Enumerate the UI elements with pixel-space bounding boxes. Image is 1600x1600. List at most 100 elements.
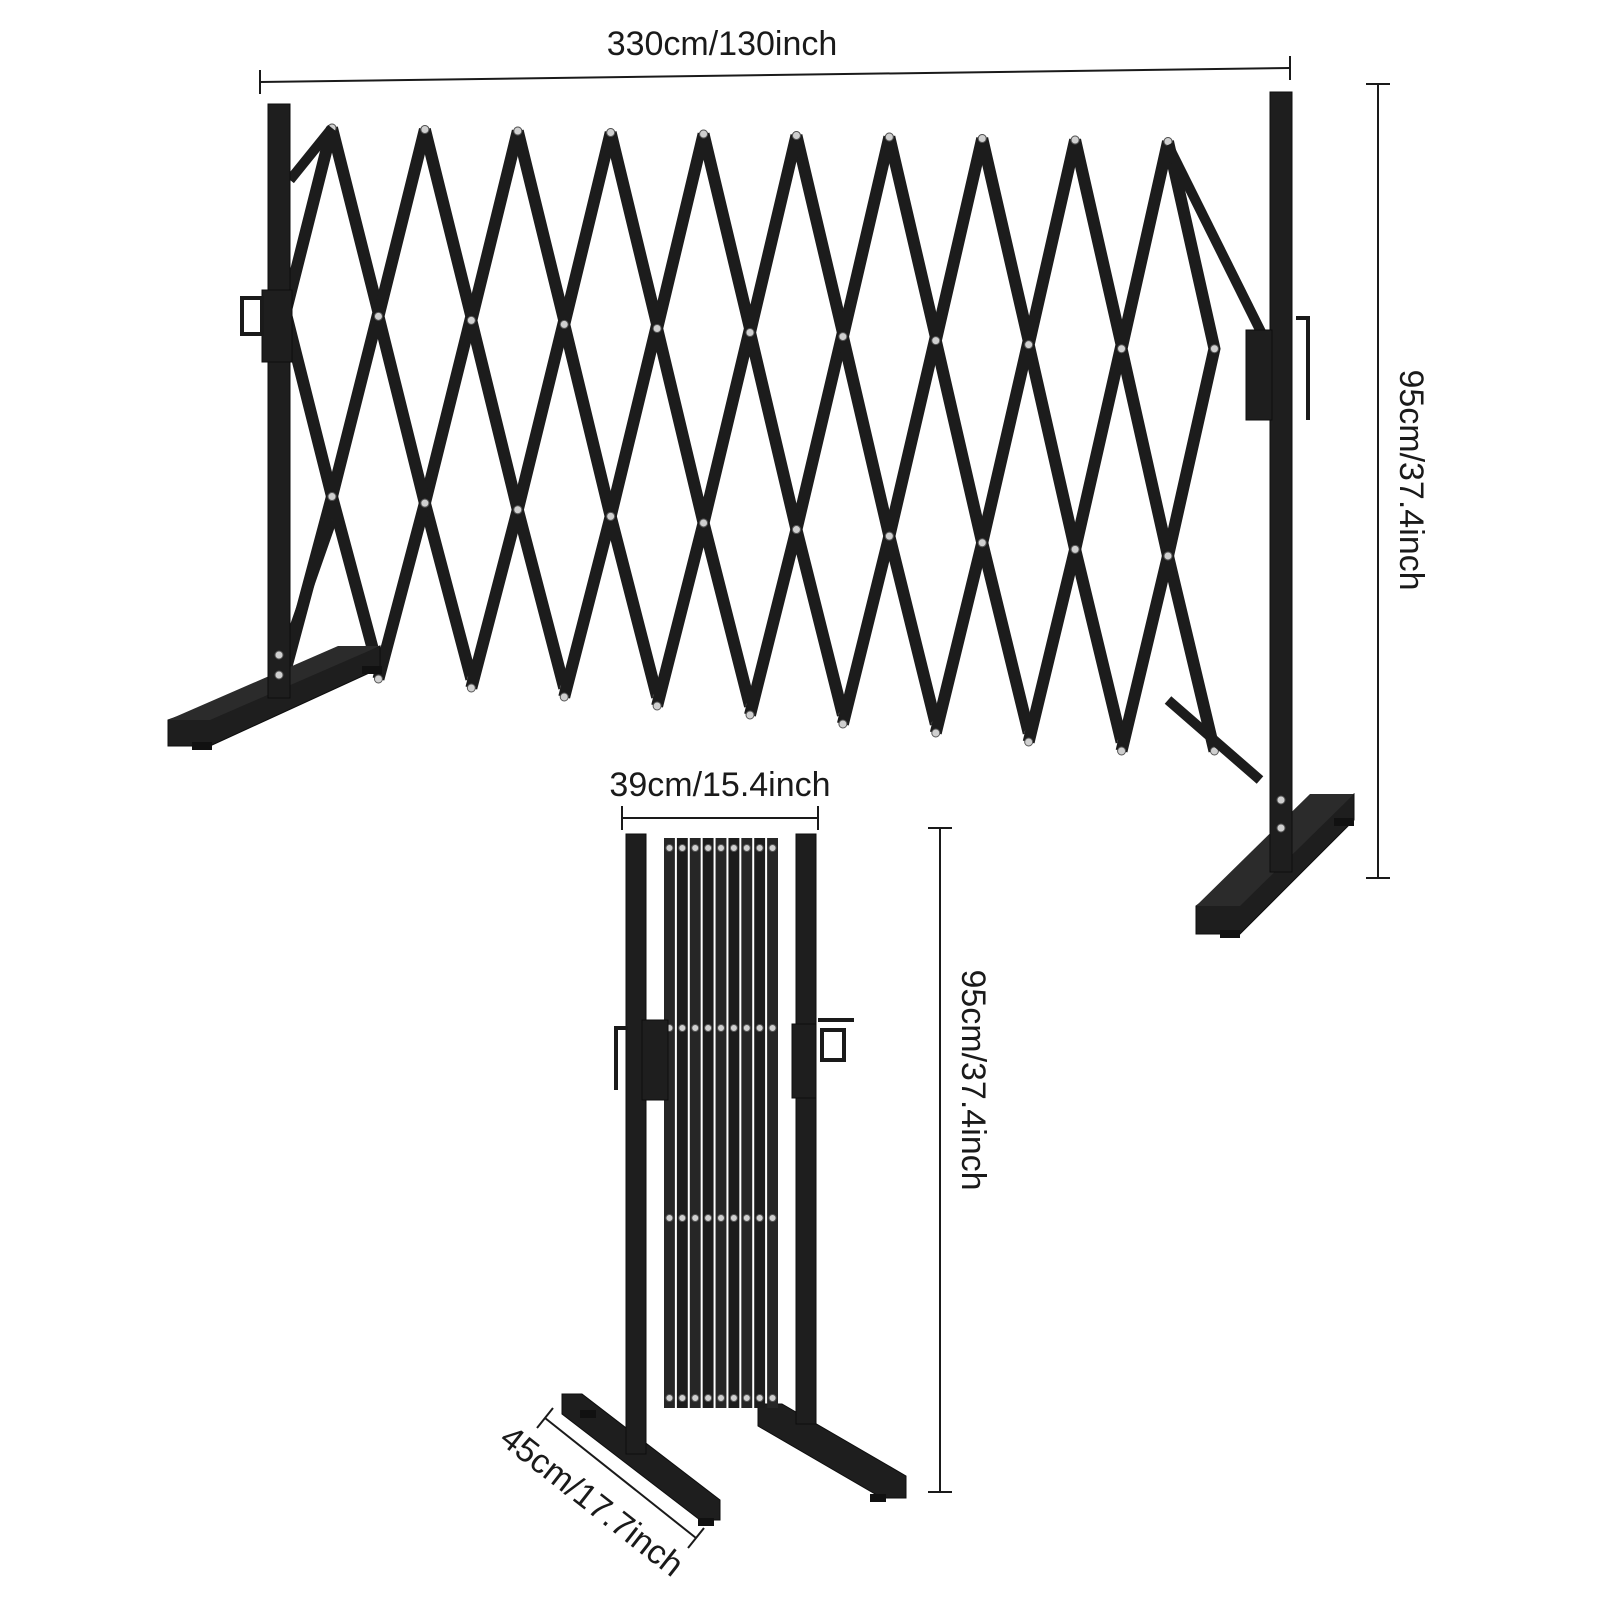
lattice-bar [697, 132, 757, 708]
folded-left-latch-bracket [641, 1019, 669, 1101]
right-post-tube [1269, 91, 1293, 873]
left-post-tube [267, 103, 291, 699]
lattice-bar [1068, 138, 1128, 744]
lattice-bolt [559, 319, 569, 329]
left-latch-bracket [261, 289, 293, 363]
left-post [167, 103, 382, 750]
lattice-end-link [1164, 696, 1264, 784]
folded-bar [715, 838, 727, 1408]
folded-gate: 39cm/15.4inch 95cm/37.4inch 45cm/17.7inc… [493, 766, 992, 1584]
folded-width-label: 39cm/15.4inch [609, 766, 830, 804]
lattice-bolt [1070, 544, 1080, 554]
folded-bolt [755, 1394, 764, 1402]
lattice-bolt [652, 323, 662, 333]
folded-bolt [717, 1394, 725, 1402]
left-base-pad [192, 742, 212, 750]
lattice-bolt [931, 728, 941, 738]
folded-bolt [755, 1214, 764, 1222]
folded-bolt [678, 844, 687, 852]
folded-bolt [678, 1394, 687, 1402]
lattice-bar [558, 131, 617, 699]
folded-right-latch-loop [820, 1028, 846, 1062]
lattice-bolt [466, 683, 476, 693]
folded-base-pad [580, 1410, 596, 1418]
folded-right-latch-bracket [791, 1023, 817, 1099]
lattice-bolt [699, 518, 709, 528]
extended-width-line [259, 67, 1291, 83]
lattice-bolt [838, 719, 848, 729]
folded-right-post [795, 833, 817, 1425]
folded-bolt [691, 844, 700, 852]
base-depth-line [544, 1417, 697, 1539]
folded-bolt [678, 1214, 687, 1222]
right-post [1195, 91, 1355, 938]
folded-bolt [665, 1214, 674, 1222]
lattice-bar [883, 135, 942, 726]
lattice-bolt [420, 498, 430, 508]
lattice-bolt [373, 674, 383, 684]
lattice-bolt [606, 128, 616, 137]
lattice-bar [372, 128, 432, 681]
folded-bolt [768, 1024, 777, 1032]
extended-height-label: 95cm/37.4inch [1392, 369, 1430, 590]
lattice-end-link [286, 124, 336, 184]
folded-bolt [665, 1394, 674, 1402]
extended-width-dimension: 330cm/130inch [259, 25, 1291, 94]
lattice-bolt [1024, 737, 1034, 747]
folded-bar [676, 838, 688, 1408]
lattice-bolt [884, 531, 894, 541]
lattice-bar [418, 128, 478, 681]
right-post-bolt [1276, 823, 1286, 833]
lattice-bar [650, 132, 710, 708]
folded-bolt [717, 1024, 725, 1032]
base-depth-label: 45cm/17.7inch [493, 1418, 691, 1584]
folded-bolt [768, 844, 777, 852]
extended-lattice [279, 123, 1275, 784]
lattice-bolt [884, 132, 894, 142]
lattice-bolt [420, 125, 430, 134]
folded-bar [767, 838, 778, 1408]
lattice-bar [1161, 140, 1221, 753]
lattice-bolt [513, 505, 523, 515]
lattice-bolt [977, 538, 987, 548]
lattice-bolt [559, 692, 569, 702]
right-post-bolt [1276, 795, 1286, 805]
folded-bolt [742, 844, 751, 852]
folded-bar [702, 838, 714, 1408]
lattice-bar [1115, 140, 1175, 753]
folded-bar [689, 838, 701, 1408]
folded-left-latch-handle [614, 1026, 628, 1090]
lattice-bolt [466, 315, 476, 325]
right-latch-handle [1296, 316, 1310, 420]
lattice-bolt [745, 710, 755, 720]
lattice-end-link [1163, 142, 1275, 353]
folded-left-base [561, 1393, 721, 1521]
extended-height-dimension: 95cm/37.4inch [1366, 83, 1430, 879]
folded-bar [741, 838, 753, 1408]
lattice-bolt [1117, 746, 1127, 756]
folded-bolt [729, 1214, 738, 1222]
lattice-bolt [1024, 340, 1034, 350]
folded-bar [754, 838, 766, 1408]
lattice-bar [325, 126, 385, 672]
folded-height-dimension: 95cm/37.4inch [928, 827, 992, 1493]
lattice-bar [929, 137, 989, 735]
folded-bolt [742, 1394, 751, 1402]
right-base-pad [1220, 930, 1240, 938]
lattice-bolt [791, 131, 801, 140]
extended-gate: 330cm/130inch 95cm/37.4inch [167, 25, 1430, 938]
lattice-bolt [1209, 344, 1219, 354]
lattice-bar [465, 129, 524, 690]
folded-lattice [664, 838, 778, 1408]
folded-left-post [625, 833, 647, 1455]
folded-bar [664, 838, 675, 1408]
lattice-bar [743, 134, 803, 717]
folded-bolt [768, 1394, 777, 1402]
folded-bolt [742, 1024, 751, 1032]
folded-bolt [691, 1214, 700, 1222]
folded-bolt [704, 1024, 713, 1032]
lattice-bolt [373, 311, 383, 321]
folded-bolt [691, 1024, 700, 1032]
lattice-bolt [745, 328, 755, 338]
left-base-pad-rear [362, 666, 382, 674]
